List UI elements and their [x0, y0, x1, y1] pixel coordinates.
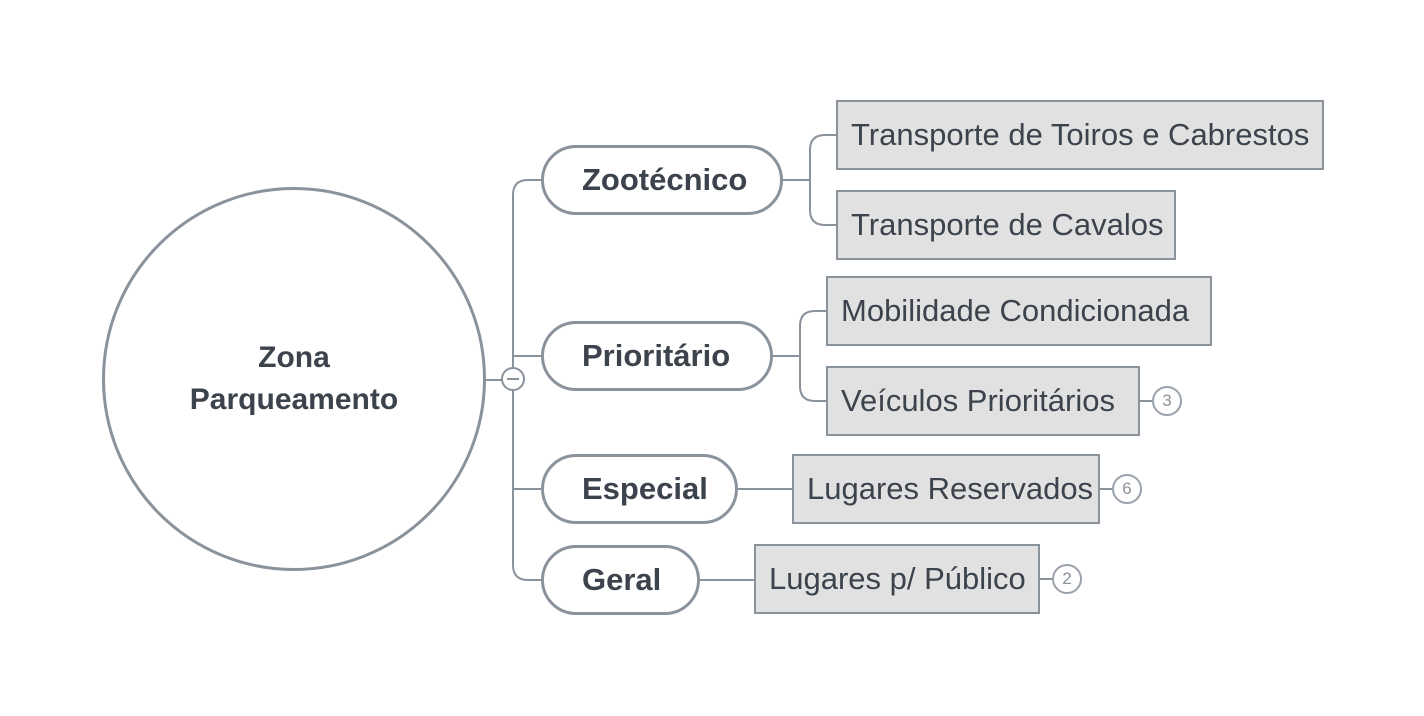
central-topic[interactable]: Zona Parqueamento — [102, 187, 486, 571]
subtopic-veiculos-prioritarios[interactable]: Veículos Prioritários — [826, 366, 1140, 436]
topic-geral[interactable]: Geral — [541, 545, 700, 615]
subtopic-lugares-publico[interactable]: Lugares p/ Público — [754, 544, 1040, 614]
central-topic-line2: Parqueamento — [189, 383, 399, 416]
central-topic-line1: Zona — [258, 341, 330, 374]
subtopic-mobilidade-condicionada[interactable]: Mobilidade Condicionada — [826, 276, 1212, 346]
topic-especial[interactable]: Especial — [541, 454, 738, 524]
collapse-toggle-icon[interactable] — [501, 367, 525, 391]
subtopic-transporte-cavalos[interactable]: Transporte de Cavalos — [836, 190, 1176, 260]
collapsed-count-badge[interactable]: 6 — [1112, 474, 1142, 504]
collapsed-count-badge[interactable]: 2 — [1052, 564, 1082, 594]
subtopic-lugares-reservados[interactable]: Lugares Reservados — [792, 454, 1100, 524]
subtopic-transporte-toiros-cabrestos[interactable]: Transporte de Toiros e Cabrestos — [836, 100, 1324, 170]
collapsed-count-badge[interactable]: 3 — [1152, 386, 1182, 416]
topic-prioritario[interactable]: Prioritário — [541, 321, 773, 391]
topic-zootecnico[interactable]: Zootécnico — [541, 145, 783, 215]
